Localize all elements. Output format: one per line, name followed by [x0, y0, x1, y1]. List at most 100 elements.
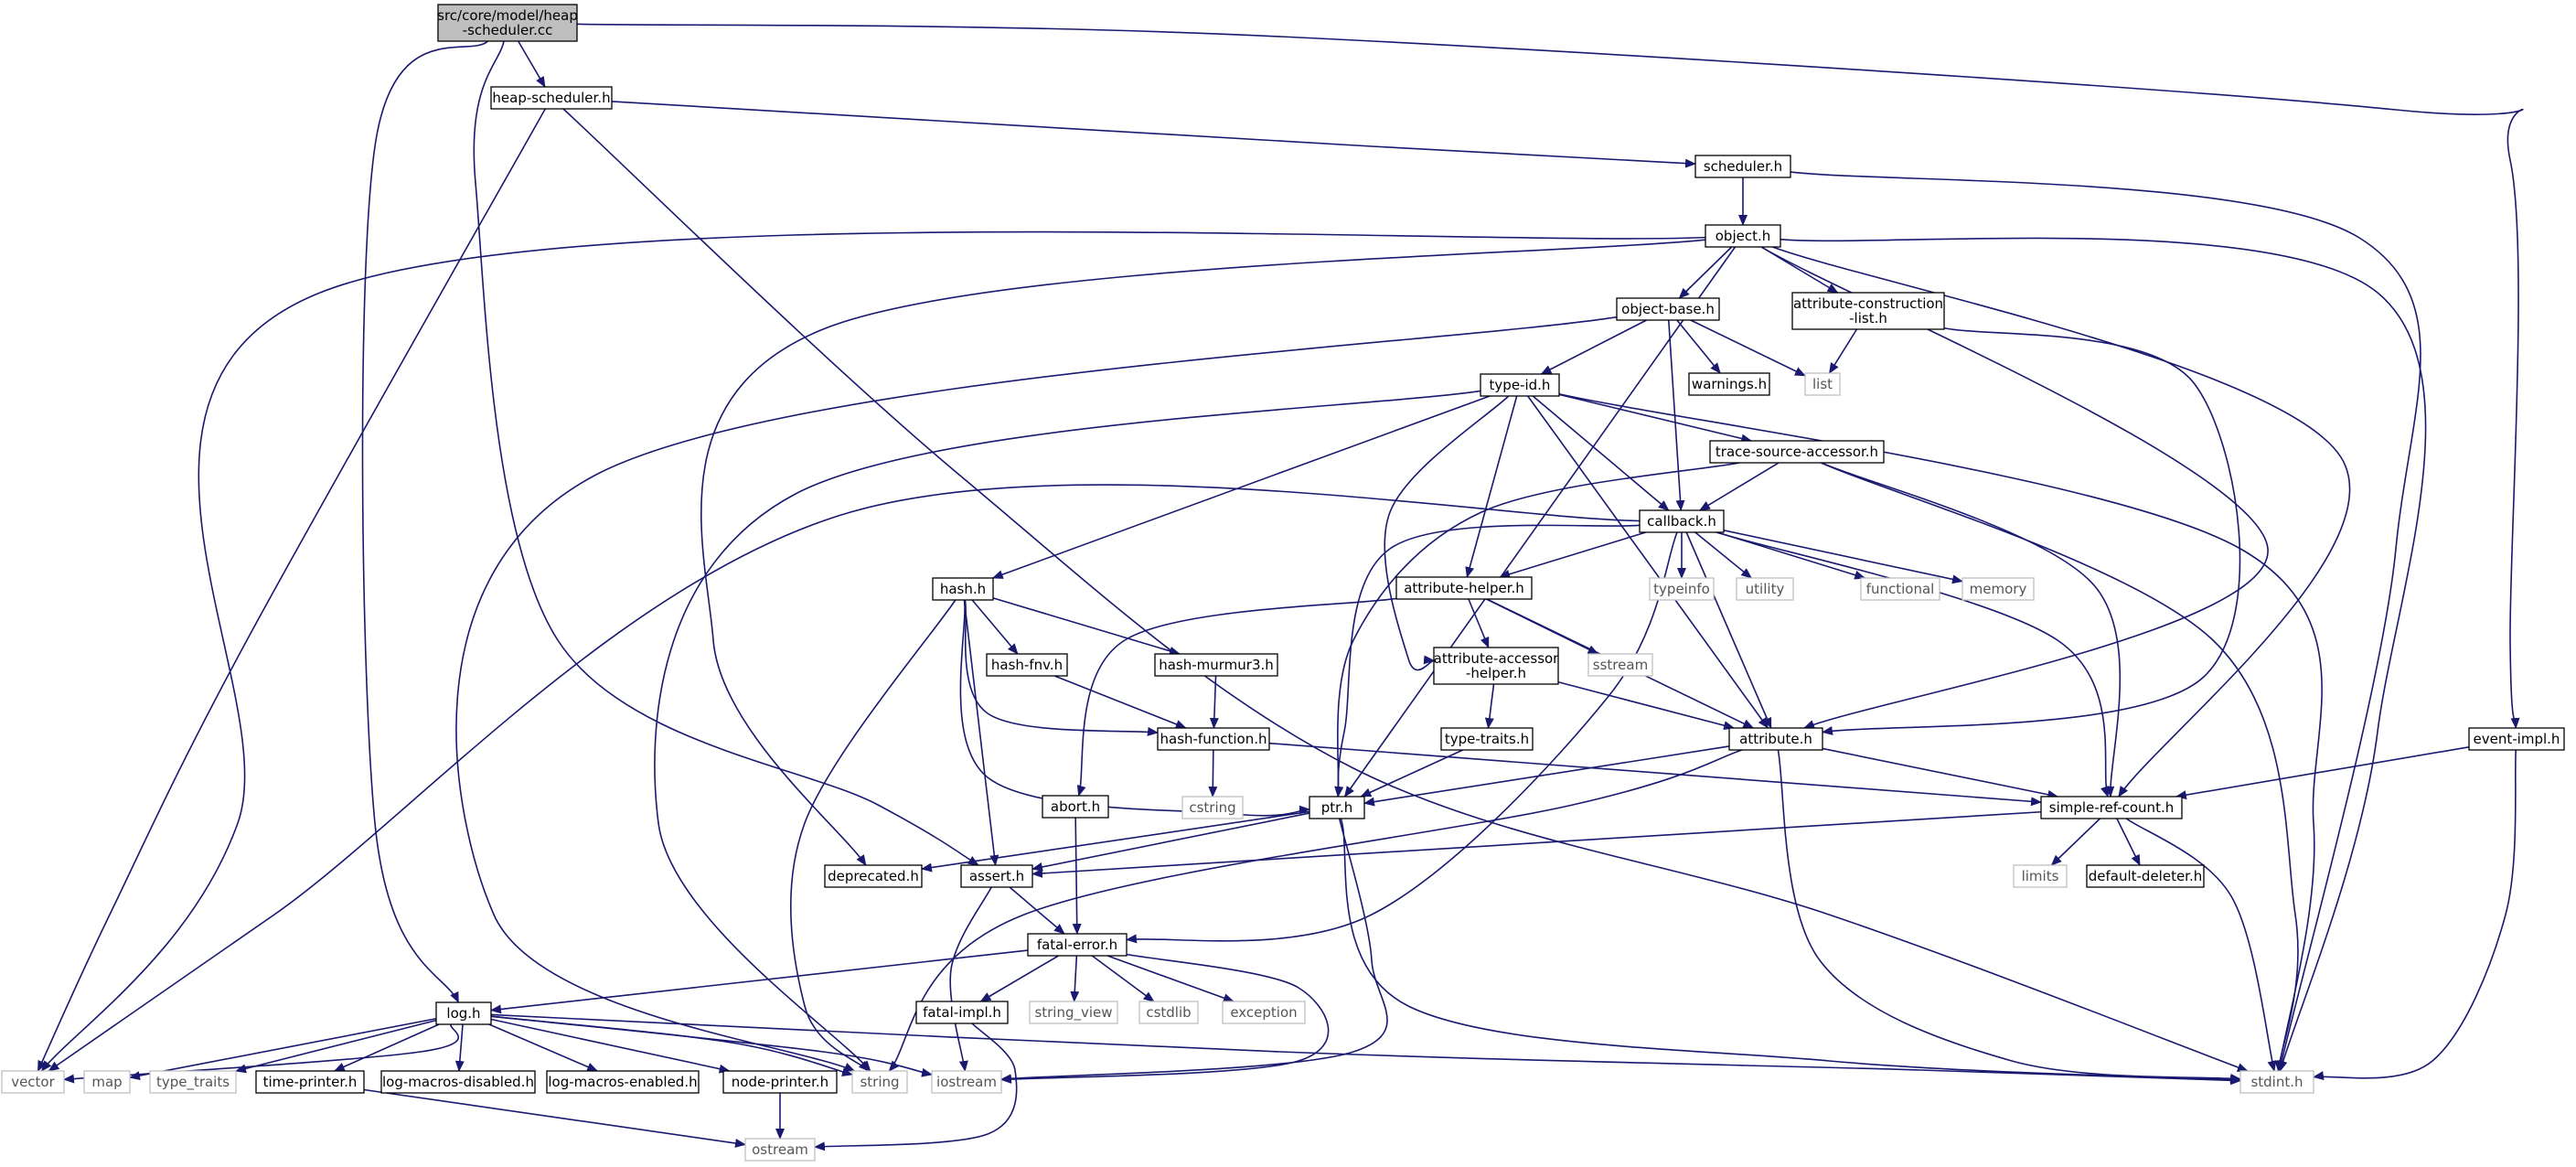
edge-log-h-to-stdint-h	[490, 1013, 2241, 1086]
node-label: event-impl.h	[2474, 731, 2560, 747]
node-label: iostream	[936, 1074, 997, 1090]
node-attribute-accessor-helper-h[interactable]: attribute-accessor-helper.h	[1433, 647, 1560, 685]
node-callback-h[interactable]: callback.h	[1639, 509, 1725, 533]
node-hash-function-h[interactable]: hash-function.h	[1157, 727, 1270, 751]
node-box	[437, 4, 578, 42]
node-box	[149, 1070, 237, 1094]
node-box	[1587, 653, 1653, 677]
node-fatal-impl-h[interactable]: fatal-impl.h	[915, 1001, 1009, 1024]
node-box	[1728, 727, 1823, 751]
node-label: object-base.h	[1621, 301, 1715, 317]
node-type-id-h[interactable]: type-id.h	[1480, 373, 1560, 397]
node-heap-scheduler-h[interactable]: heap-scheduler.h	[490, 86, 613, 110]
node-warnings-h[interactable]: warnings.h	[1688, 372, 1770, 396]
edge-callback-h-to-attribute-helper-h	[1499, 531, 1647, 579]
node-object-base-h[interactable]: object-base.h	[1616, 297, 1720, 321]
node-box	[1029, 1001, 1118, 1024]
edge-object-h-to-stdint-h	[1780, 237, 2427, 1072]
node-hash-h[interactable]: hash.h	[932, 577, 994, 601]
edge-scheduler-h-to-stdint-h	[1790, 171, 2421, 1072]
node-label: typeinfo	[1653, 581, 1710, 597]
node-simple-ref-count-h[interactable]: simple-ref-count.h	[2040, 796, 2183, 819]
node-box	[915, 1001, 1009, 1024]
edge-type-id-h-to-stdint-h	[1558, 392, 2323, 1072]
node-label: attribute-construction	[1793, 295, 1943, 312]
node-label: cstdlib	[1146, 1004, 1191, 1021]
node-box	[1042, 795, 1109, 819]
edge-heap-scheduler-h-to-scheduler-h	[611, 101, 1696, 168]
node-label: hash.h	[940, 581, 986, 597]
node-label: -helper.h	[1466, 665, 1526, 681]
node-attribute-construction-list-h[interactable]: attribute-construction-list.h	[1791, 292, 1945, 330]
node-ptr-h[interactable]: ptr.h	[1309, 796, 1365, 819]
node-hash-fnv-h[interactable]: hash-fnv.h	[986, 653, 1068, 677]
edge-assert-h-to-fatal-error-h	[1009, 886, 1065, 935]
node-functional: functional	[1860, 577, 1940, 601]
edge-attribute-accessor-helper-h-to-attribute-h	[1557, 681, 1736, 731]
edge-log-h-to-iostream	[490, 1015, 933, 1077]
node-scheduler-h[interactable]: scheduler.h	[1694, 155, 1791, 178]
edge-trace-source-accessor-h-to-callback-h	[1699, 462, 1780, 511]
edge-hash-h-to-string	[789, 599, 957, 1072]
node-label: log.h	[446, 1005, 480, 1022]
node-box	[1616, 297, 1720, 321]
node-object-h[interactable]: object.h	[1705, 224, 1781, 248]
node-log-macros-enabled-h[interactable]: log-macros-enabled.h	[546, 1070, 700, 1094]
node-limits: limits	[2013, 864, 2068, 888]
edge-fatal-error-h-to-fatal-impl-h	[979, 955, 1059, 1002]
node-box	[2086, 864, 2205, 888]
edge-object-base-h-to-warnings-h	[1676, 319, 1721, 374]
node-label: fatal-impl.h	[923, 1004, 1001, 1021]
edge-event-impl-h-to-simple-ref-count-h	[2175, 746, 2470, 800]
node-box	[255, 1070, 365, 1094]
edge-callback-h-to-ptr-h	[1334, 524, 1641, 798]
node-fatal-error-h[interactable]: fatal-error.h	[1027, 933, 1128, 957]
node-box	[1480, 373, 1560, 397]
node-sstream: sstream	[1587, 653, 1653, 677]
node-utility: utility	[1736, 577, 1794, 601]
node-box	[1791, 292, 1945, 330]
node-label: list	[1812, 376, 1833, 392]
node-default-deleter-h[interactable]: default-deleter.h	[2086, 864, 2205, 888]
edge-fatal-error-h-to-log-h	[490, 949, 1029, 1014]
edge-callback-h-to-memory	[1723, 530, 1963, 584]
edge-callback-h-to-vector	[48, 484, 1641, 1072]
node-deprecated-h[interactable]: deprecated.h	[824, 864, 923, 888]
node-abort-h[interactable]: abort.h	[1042, 795, 1109, 819]
node-label: deprecated.h	[828, 868, 919, 884]
node-box	[435, 1001, 492, 1025]
node-event-impl-h[interactable]: event-impl.h	[2468, 727, 2565, 751]
node-time-printer-h[interactable]: time-printer.h	[255, 1070, 365, 1094]
node-log-h[interactable]: log.h	[435, 1001, 492, 1025]
node-attribute-helper-h[interactable]: attribute-helper.h	[1395, 576, 1533, 600]
edge-callback-h-to-utility	[1694, 531, 1753, 579]
node-label: object.h	[1716, 228, 1771, 244]
node-node-printer-h[interactable]: node-printer.h	[722, 1070, 838, 1094]
node-log-macros-disabled-h[interactable]: log-macros-disabled.h	[380, 1070, 536, 1094]
edge-fatal-error-h-to-iostream	[1000, 953, 1330, 1084]
node-label: simple-ref-count.h	[2049, 799, 2174, 816]
node-trace-source-accessor-h[interactable]: trace-source-accessor.h	[1709, 440, 1885, 464]
node-label: exception	[1230, 1004, 1297, 1021]
node-label: string	[860, 1074, 899, 1090]
node-label: -list.h	[1849, 310, 1887, 327]
node-root[interactable]: src/core/model/heap-scheduler.cc	[437, 4, 578, 42]
node-label: vector	[11, 1074, 55, 1090]
edge-object-h-to-object-base-h	[1678, 246, 1733, 299]
node-box	[83, 1070, 131, 1094]
edge-attribute-accessor-helper-h-to-type-traits-h	[1484, 683, 1495, 729]
edge-log-h-to-node-printer-h	[490, 1018, 731, 1074]
node-box	[1309, 796, 1365, 819]
node-hash-murmur3-h[interactable]: hash-murmur3.h	[1154, 653, 1278, 677]
edge-ptr-h-to-deprecated-h	[921, 810, 1310, 873]
node-stdint-h: stdint.h	[2239, 1070, 2314, 1094]
node-attribute-h[interactable]: attribute.h	[1728, 727, 1823, 751]
node-type-traits-h[interactable]: type-traits.h	[1440, 727, 1534, 751]
node-assert-h[interactable]: assert.h	[960, 864, 1033, 888]
edge-hash-h-to-assert-h	[963, 599, 999, 866]
node-box	[1639, 509, 1725, 533]
node-box	[932, 577, 994, 601]
edge-log-h-to-type_traits	[235, 1019, 437, 1074]
node-label: memory	[1970, 581, 2027, 597]
node-label: map	[91, 1074, 122, 1090]
